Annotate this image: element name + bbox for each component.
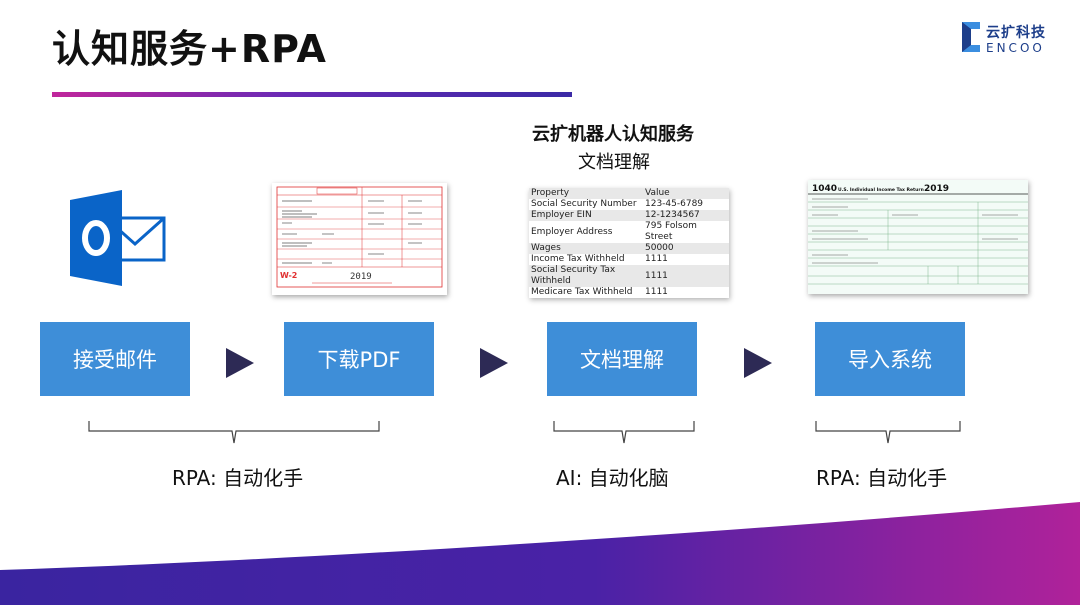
table-cell-value: 12-1234567 bbox=[643, 210, 729, 221]
arrow-right-icon bbox=[480, 348, 508, 378]
logo-name-cn: 云扩科技 bbox=[986, 25, 1046, 41]
decorative-bottom-wave bbox=[0, 502, 1080, 605]
table-cell-property: Income Tax Withheld bbox=[529, 254, 643, 265]
arrow-right-icon bbox=[744, 348, 772, 378]
form-1040-number: 1040 bbox=[812, 184, 837, 194]
company-logo: 云扩科技 ENCOO bbox=[958, 20, 1068, 60]
table-cell-property: Social Security Tax Withheld bbox=[529, 265, 643, 287]
logo-name-en: ENCOO bbox=[986, 41, 1045, 55]
table-header-cell: Value bbox=[643, 188, 729, 199]
step-import-system: 导入系统 bbox=[815, 322, 965, 396]
slide-title: 认知服务+RPA bbox=[52, 27, 327, 71]
group-label-rpa-hand: RPA: 自动化手 bbox=[172, 466, 304, 490]
group-brace-rpa-left bbox=[88, 421, 380, 444]
table-cell-value: 1111 bbox=[643, 254, 729, 265]
extracted-properties-table: Property Value Social Security Number 12… bbox=[529, 188, 729, 298]
table-row: Medicare Tax Withheld 1111 bbox=[529, 287, 729, 298]
table-row: Employer EIN 12-1234567 bbox=[529, 210, 729, 221]
table-row: Employer Address 795 Folsom Street bbox=[529, 221, 729, 243]
table-cell-property: Employer Address bbox=[529, 221, 643, 243]
table-cell-value: 123-45-6789 bbox=[643, 199, 729, 210]
form-1040-thumbnail: 1040 U.S. Individual Income Tax Return 2… bbox=[808, 180, 1028, 294]
table-cell-value: 1111 bbox=[643, 265, 729, 287]
form-1040-title: U.S. Individual Income Tax Return bbox=[838, 187, 924, 193]
w2-form-thumbnail: W-2 2019 bbox=[272, 183, 447, 295]
w2-form-label: W-2 bbox=[280, 271, 297, 280]
step-receive-email: 接受邮件 bbox=[40, 322, 190, 396]
outlook-icon bbox=[70, 190, 166, 286]
table-row: Income Tax Withheld 1111 bbox=[529, 254, 729, 265]
table-row: Wages 50000 bbox=[529, 243, 729, 254]
group-label-rpa-hand-2: RPA: 自动化手 bbox=[816, 466, 948, 490]
step-document-understanding: 文档理解 bbox=[547, 322, 697, 396]
group-brace-rpa-right bbox=[815, 421, 961, 444]
table-row: Social Security Number 123-45-6789 bbox=[529, 199, 729, 210]
table-cell-property: Medicare Tax Withheld bbox=[529, 287, 643, 298]
table-cell-property: Wages bbox=[529, 243, 643, 254]
table-header-row: Property Value bbox=[529, 188, 729, 199]
w2-form-year: 2019 bbox=[350, 272, 372, 282]
step-download-pdf: 下载PDF bbox=[284, 322, 434, 396]
cognitive-service-title: 云扩机器人认知服务 bbox=[532, 124, 694, 145]
cognitive-service-subtitle: 文档理解 bbox=[578, 152, 650, 173]
svg-text:2019: 2019 bbox=[924, 184, 949, 194]
arrow-right-icon bbox=[226, 348, 254, 378]
logo-mark-icon bbox=[962, 22, 980, 52]
table-cell-value: 795 Folsom Street bbox=[643, 221, 729, 243]
table-cell-value: 1111 bbox=[643, 287, 729, 298]
table-cell-property: Social Security Number bbox=[529, 199, 643, 210]
title-underline bbox=[52, 92, 572, 97]
group-label-ai-brain: AI: 自动化脑 bbox=[556, 466, 669, 490]
table-row: Social Security Tax Withheld 1111 bbox=[529, 265, 729, 287]
group-brace-ai bbox=[553, 421, 695, 444]
table-cell-value: 50000 bbox=[643, 243, 729, 254]
table-cell-property: Employer EIN bbox=[529, 210, 643, 221]
table-header-cell: Property bbox=[529, 188, 643, 199]
